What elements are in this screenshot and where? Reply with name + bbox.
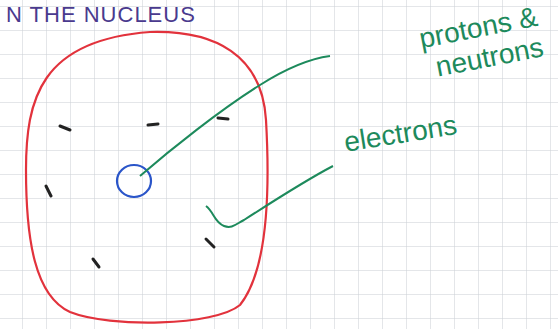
electron-dashes xyxy=(46,118,228,267)
leader-line xyxy=(206,166,333,227)
atom-outline xyxy=(26,32,268,323)
leader-line xyxy=(140,56,330,176)
page-title: N THE NUCLEUS xyxy=(6,3,196,27)
